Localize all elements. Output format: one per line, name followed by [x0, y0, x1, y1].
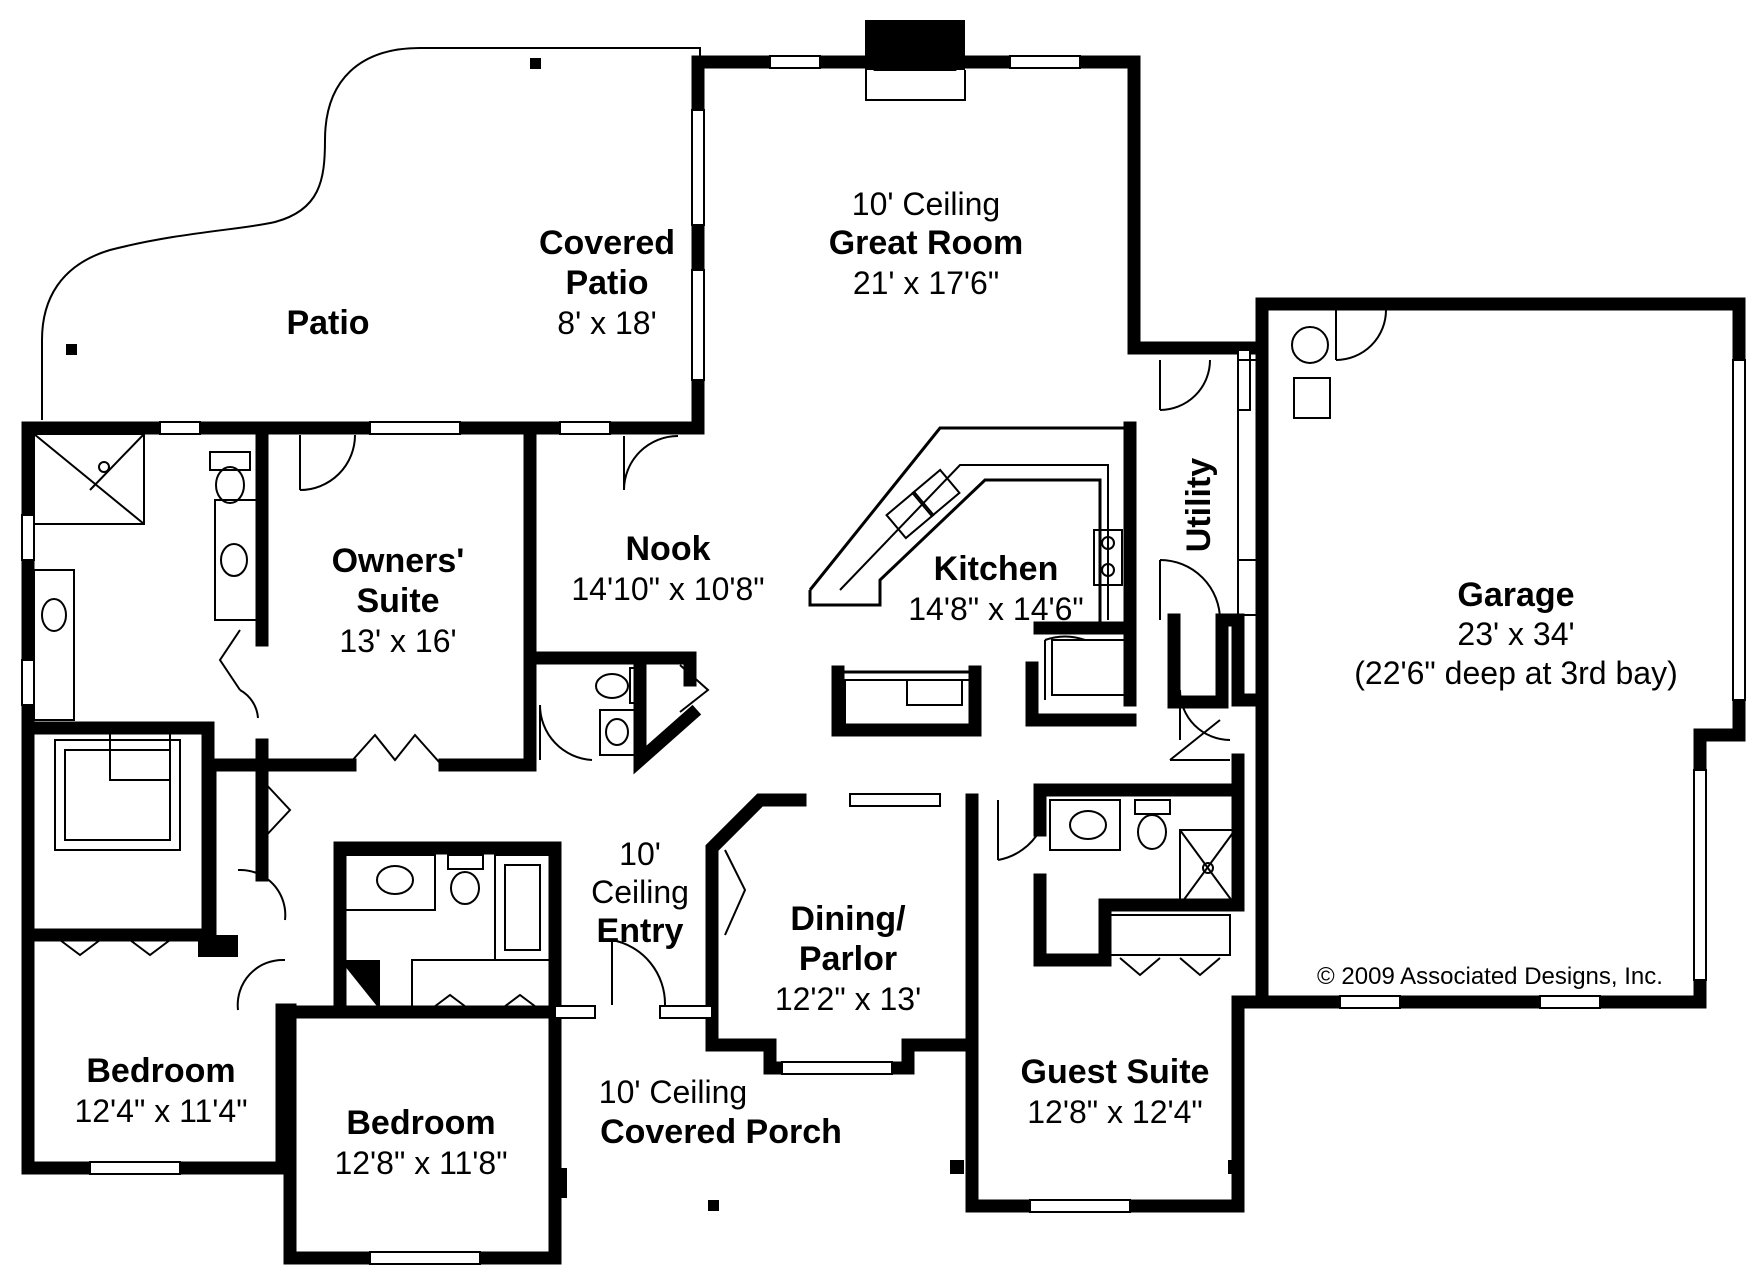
walls — [21, 55, 1746, 1265]
fireplace — [873, 39, 957, 71]
great-room-note: 10' Ceiling — [852, 186, 1000, 222]
covered-patio-name-2: Patio — [565, 264, 648, 302]
hearth — [865, 70, 966, 101]
garage-note: (22'6" deep at 3rd bay) — [1354, 655, 1677, 691]
utility-name: Utility — [1180, 458, 1218, 553]
entry-name: Entry — [597, 912, 684, 950]
bedroom-mid-dims: 12'8" x 11'8" — [334, 1145, 507, 1181]
guest-suite-dims: 12'8" x 12'4" — [1027, 1094, 1203, 1130]
post — [950, 1160, 964, 1174]
bedroom-mid-name: Bedroom — [346, 1104, 495, 1142]
dining-dims: 12'2" x 13' — [775, 981, 921, 1017]
patio-post — [66, 344, 77, 355]
wall-corner — [340, 960, 380, 1010]
owners-suite-dims: 13' x 16' — [339, 623, 456, 659]
dining-name-2: Parlor — [799, 940, 897, 978]
patio-post — [530, 58, 541, 69]
chimney — [865, 20, 965, 70]
patio-outline — [41, 47, 701, 420]
owners-suite-name-1: Owners' — [332, 542, 465, 580]
bedroom-left-name: Bedroom — [86, 1052, 235, 1090]
kitchen-dims: 14'8" x 14'6" — [908, 591, 1084, 627]
owners-suite-name-2: Suite — [356, 582, 439, 620]
post — [555, 1168, 567, 1198]
entry-note-2: Ceiling — [591, 874, 689, 910]
nook-dims: 14'10" x 10'8" — [571, 571, 764, 607]
great-room-dims: 21' x 17'6" — [853, 265, 999, 301]
garage-name: Garage — [1457, 576, 1574, 614]
guest-suite-name: Guest Suite — [1021, 1053, 1210, 1091]
patio-name: Patio — [286, 304, 369, 342]
copyright-notice: © 2009 Associated Designs, Inc. — [1317, 963, 1663, 990]
entry-note-1: 10' — [619, 836, 661, 872]
post — [1228, 1160, 1242, 1174]
fixtures — [33, 326, 1331, 1011]
great-room-name: Great Room — [829, 224, 1024, 262]
covered-patio-name-1: Covered — [539, 224, 675, 262]
kitchen-name: Kitchen — [934, 550, 1059, 588]
double-doors — [59, 629, 1221, 1011]
covered-patio-dims: 8' x 18' — [557, 305, 656, 341]
covered-porch-name: Covered Porch — [600, 1113, 842, 1151]
post — [198, 935, 238, 957]
garage-dims: 23' x 34' — [1457, 616, 1574, 652]
dining-name-1: Dining/ — [790, 900, 906, 938]
post — [708, 1200, 719, 1211]
nook-name: Nook — [626, 530, 711, 568]
bedroom-left-dims: 12'4" x 11'4" — [74, 1093, 247, 1129]
room-labels: Patio Covered Patio 8' x 18' 10' Ceiling… — [74, 186, 1677, 1181]
windows — [21, 55, 1746, 1265]
covered-porch-note: 10' Ceiling — [599, 1074, 747, 1110]
